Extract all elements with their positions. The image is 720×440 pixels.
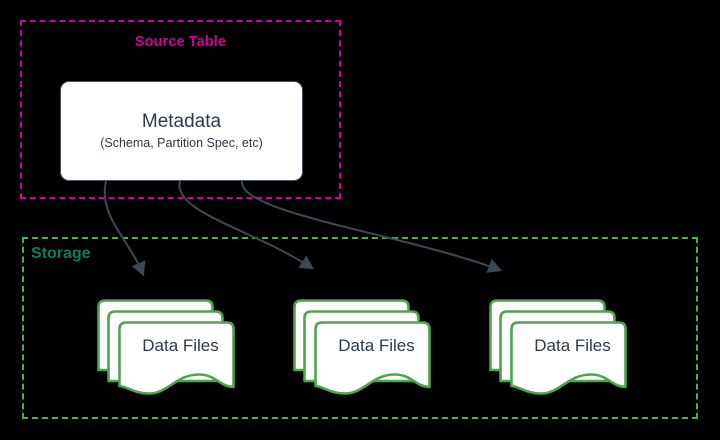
node-metadata-subtitle: (Schema, Partition Spec, etc) [100,136,263,151]
node-data-files-1[interactable]: Data Files [96,298,241,398]
node-data-files-3[interactable]: Data Files [488,298,633,398]
document-stack-icon [293,299,431,395]
group-source-table-label: Source Table [134,34,227,50]
document-stack-icon [489,299,627,395]
document-stack-icon [97,299,235,395]
node-metadata-title: Metadata [141,111,222,133]
node-data-files-2[interactable]: Data Files [292,298,437,398]
group-storage-label: Storage [31,245,91,262]
node-metadata[interactable]: Metadata (Schema, Partition Spec, etc) [60,81,303,181]
